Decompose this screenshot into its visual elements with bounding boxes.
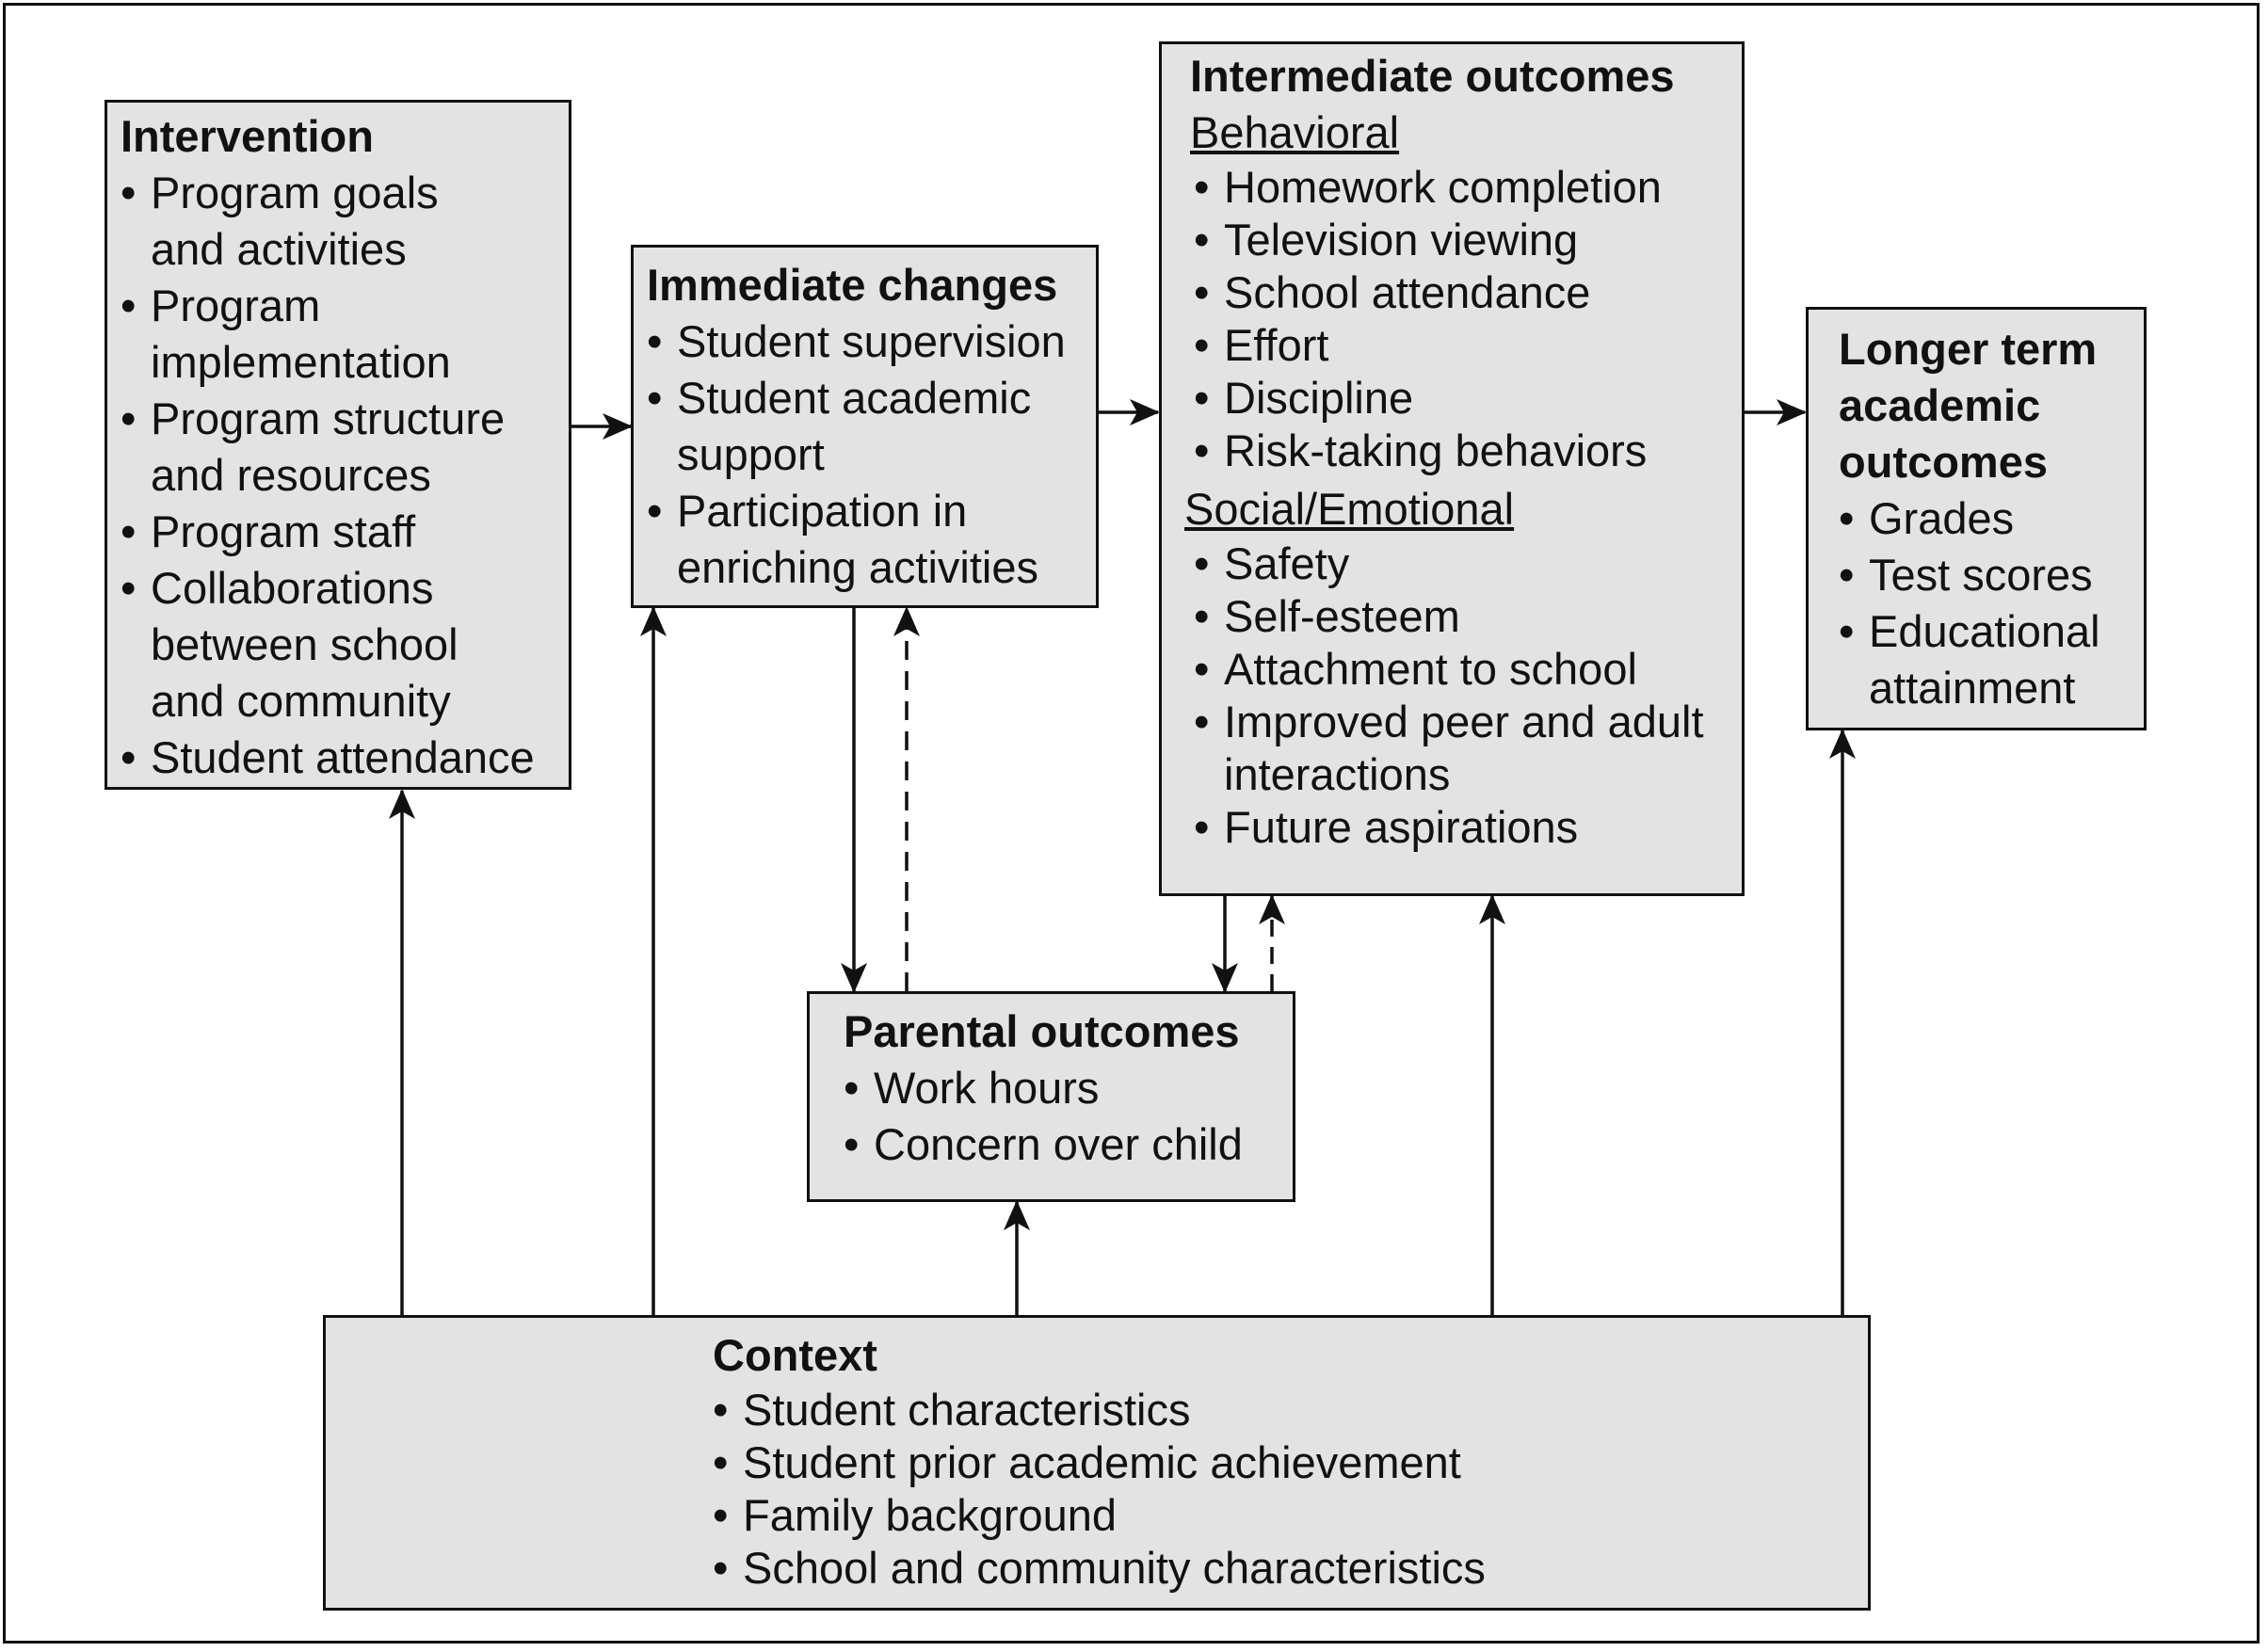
list-item: Student prior academic achievement xyxy=(713,1436,1858,1489)
list-item: Future aspirations xyxy=(1194,801,1734,854)
list-item: Program structure and resources xyxy=(121,391,559,504)
context-box: Context Student characteristics Student … xyxy=(323,1315,1871,1611)
list-item: Student attendance xyxy=(121,730,559,786)
social-emotional-heading: Social/Emotional xyxy=(1184,484,1515,534)
outer-frame xyxy=(3,3,2260,1644)
list-item: Test scores xyxy=(1839,547,2134,603)
intermediate-outcomes-title: Intermediate outcomes xyxy=(1190,51,1675,101)
list-item: Risk-taking behaviors xyxy=(1194,425,1734,477)
list-item: Concern over child xyxy=(844,1116,1283,1173)
list-item: Effort xyxy=(1194,319,1734,372)
parental-outcomes-list: Work hours Concern over child xyxy=(844,1060,1283,1173)
list-item: Television viewing xyxy=(1194,214,1734,266)
list-item: Program goals and activities xyxy=(121,165,559,278)
immediate-changes-box: Immediate changes Student supervision St… xyxy=(631,245,1099,608)
list-item: Educational attainment xyxy=(1839,603,2134,716)
list-item: Safety xyxy=(1194,537,1734,590)
list-item: Program implementation xyxy=(121,278,559,391)
list-item: Work hours xyxy=(844,1060,1283,1116)
list-item: Discipline xyxy=(1194,372,1734,425)
intervention-box: Intervention Program goals and activitie… xyxy=(105,100,571,790)
immediate-changes-list: Student supervision Student academic sup… xyxy=(647,313,1086,596)
intervention-list: Program goals and activities Program imp… xyxy=(121,165,559,786)
list-item: Student characteristics xyxy=(713,1384,1858,1436)
longer-term-outcomes-box: Longer term academic outcomes Grades Tes… xyxy=(1806,307,2147,730)
list-item: Collaborations between school and commun… xyxy=(121,560,559,730)
longer-term-outcomes-list: Grades Test scores Educational attainmen… xyxy=(1839,490,2134,716)
immediate-changes-title: Immediate changes xyxy=(647,260,1058,310)
parental-outcomes-title: Parental outcomes xyxy=(844,1006,1240,1056)
list-item: Grades xyxy=(1839,490,2134,547)
intervention-title: Intervention xyxy=(121,111,374,161)
social-emotional-list: Safety Self-esteem Attachment to school … xyxy=(1194,537,1734,854)
parental-outcomes-box: Parental outcomes Work hours Concern ove… xyxy=(807,991,1295,1202)
list-item: School and community characteristics xyxy=(713,1542,1858,1595)
behavioral-list: Homework completion Television viewing S… xyxy=(1194,161,1734,477)
list-item: Student academic support xyxy=(647,370,1086,483)
list-item: Program staff xyxy=(121,504,559,560)
context-list: Student characteristics Student prior ac… xyxy=(713,1384,1858,1595)
list-item: Improved peer and adult interactions xyxy=(1194,696,1734,801)
longer-term-outcomes-title: Longer term academic outcomes xyxy=(1839,324,2098,487)
list-item: Self-esteem xyxy=(1194,590,1734,643)
list-item: Student supervision xyxy=(647,313,1086,370)
behavioral-heading: Behavioral xyxy=(1190,107,1400,157)
list-item: Attachment to school xyxy=(1194,643,1734,696)
list-item: Family background xyxy=(713,1489,1858,1542)
list-item: School attendance xyxy=(1194,266,1734,319)
list-item: Homework completion xyxy=(1194,161,1734,214)
context-title: Context xyxy=(713,1330,877,1380)
intermediate-outcomes-box: Intermediate outcomes Behavioral Homewor… xyxy=(1159,41,1745,896)
list-item: Participation in enriching activities xyxy=(647,483,1086,596)
